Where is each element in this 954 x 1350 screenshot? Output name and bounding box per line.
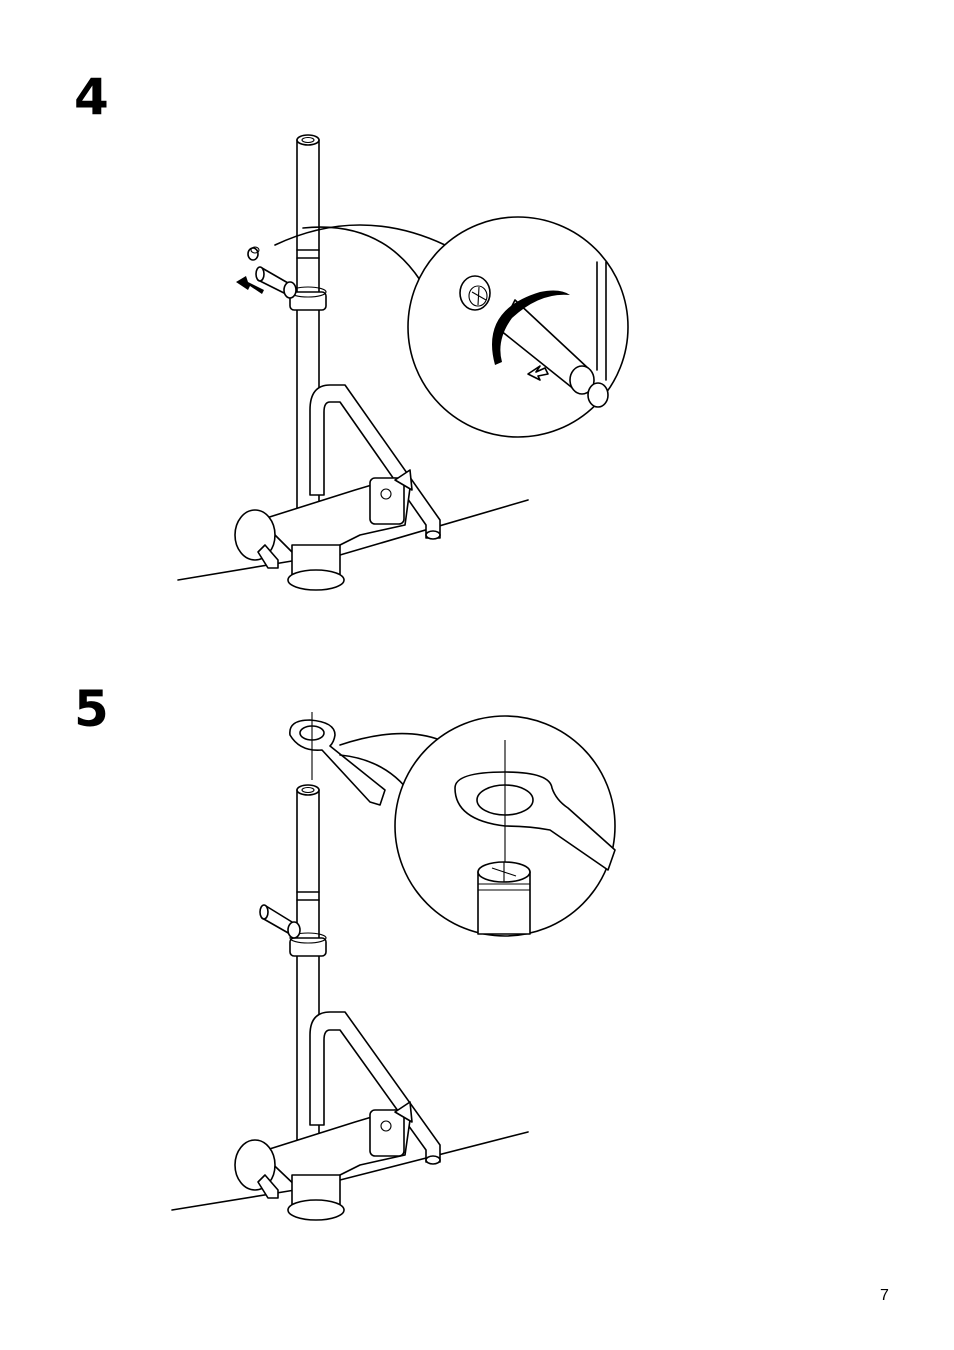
side-handle-icon [260, 905, 300, 938]
cap-icon [248, 247, 259, 260]
magnifier-detail-icon [395, 716, 615, 936]
step-5-illustration [0, 640, 954, 1240]
page-number: 7 [880, 1287, 889, 1305]
faucet-icon [235, 135, 440, 590]
magnifier-detail-icon [408, 217, 628, 437]
step-4-illustration [0, 0, 954, 640]
